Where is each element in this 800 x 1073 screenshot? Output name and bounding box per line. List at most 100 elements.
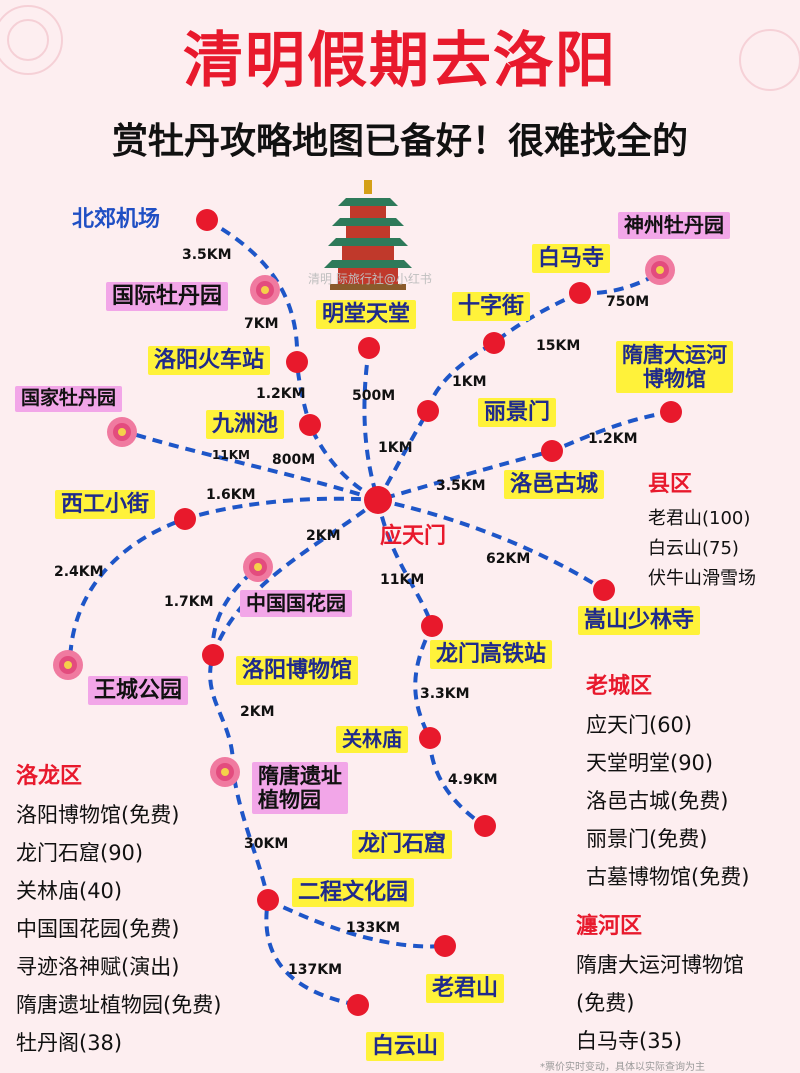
list-item: 龙门石窟(90) [16, 841, 144, 865]
node-baiyun [347, 994, 369, 1016]
distance-flower: 1.7KM [164, 594, 214, 610]
section-oldcity-title: 老城区 [586, 674, 653, 699]
node-gaotie [421, 615, 443, 637]
floral-decoration [0, 5, 800, 91]
list-item: 老君山(100) [648, 508, 751, 529]
node-baima [569, 282, 591, 304]
list-item: 伏牛山滑雪场 [648, 568, 756, 589]
distance-xigong: 1.6KM [206, 487, 256, 503]
section-chanhe: 瀍河区 隋唐大运河博物馆 (免费) 白马寺(35) [576, 908, 744, 1060]
list-item: 牡丹阁(38) [16, 1031, 123, 1055]
list-item: (免费) [576, 991, 635, 1015]
label-luoyi: 洛邑古城 [504, 470, 605, 500]
list-item: 白云山(75) [648, 538, 739, 559]
peony-icon [53, 255, 675, 787]
list-item: 天堂明堂(90) [586, 751, 714, 775]
watermark: 清明 际旅行社@小红书 [308, 272, 432, 286]
pagoda-icon [324, 180, 412, 290]
section-luolong-title: 洛龙区 [16, 764, 83, 789]
node-lijing [417, 400, 439, 422]
page-subtitle: 赏牡丹攻略地图已备好！很难找全的 [111, 121, 688, 162]
route-ercheng-laojun [267, 898, 446, 949]
list-item: 应天门(60) [586, 713, 693, 737]
label-shizijie: 十字街 [452, 292, 531, 322]
list-item: 古墓博物馆(免费) [586, 865, 750, 889]
distance-luoyi-hub: 3.5KM [436, 478, 486, 494]
label-museum: 洛阳博物馆 [236, 656, 359, 686]
label-baimasi: 白马寺 [532, 244, 611, 274]
node-mingtang [358, 337, 380, 359]
label-laojun: 老君山 [426, 974, 505, 1004]
distance-mingtang: 500M [352, 388, 396, 404]
label-songshan: 嵩山少林寺 [578, 606, 701, 636]
label-longmen: 龙门石窟 [352, 830, 453, 860]
label-ercheng: 二程文化园 [292, 878, 415, 908]
label-intl-peony: 国际牡丹园 [106, 282, 229, 312]
distance-intl-station: 7KM [244, 316, 279, 332]
list-item: 隋唐大运河博物馆 [576, 953, 744, 977]
node-longmen [474, 815, 496, 837]
footnote: *票价实时变动，具体以实际查询为主 [540, 1062, 705, 1073]
label-wangcheng: 王城公园 [88, 676, 189, 706]
label-train-station: 洛阳火车站 [148, 346, 271, 376]
node-songshan [593, 579, 615, 601]
nodes [174, 209, 682, 1016]
distance-shizi-lijing: 1KM [452, 374, 487, 390]
section-luolong: 洛龙区 洛阳博物馆(免费) 龙门石窟(90) 关林庙(40) 中国国花园(免费)… [16, 758, 221, 1062]
distance-xigong-wangcheng: 2.4KM [54, 564, 104, 580]
section-chanhe-title: 瀍河区 [576, 914, 643, 939]
route-mingtang [362, 347, 380, 501]
distance-national: 11KM [212, 448, 250, 462]
label-xigong: 西工小街 [55, 490, 156, 520]
distance-luoyi-canal: 1.2KM [588, 431, 638, 447]
label-baiyun: 白云山 [366, 1032, 445, 1062]
node-jzc [299, 414, 321, 436]
section-oldcity: 老城区 应天门(60) 天堂明堂(90) 洛邑古城(免费) 丽景门(免费) 古墓… [586, 668, 749, 896]
distance-airport-intl: 3.5KM [182, 247, 232, 263]
list-item: 洛邑古城(免费) [586, 789, 729, 813]
node-ercheng [257, 889, 279, 911]
route-songshan [377, 498, 606, 592]
distance-jzc-hub: 800M [272, 452, 316, 468]
distance-gaotie-guanlin: 3.3KM [420, 686, 470, 702]
node-hub [364, 486, 392, 514]
label-canal-museum: 隋唐大运河 博物馆 [616, 341, 733, 394]
route-gaotie [376, 499, 487, 828]
distance-station-jzc: 1.2KM [256, 386, 306, 402]
section-county-title: 县区 [648, 472, 693, 497]
node-guanlin [419, 727, 441, 749]
section-county: 县区 老君山(100) 白云山(75) 伏牛山滑雪场 [648, 466, 756, 594]
label-jiuzhouchi: 九洲池 [206, 410, 285, 440]
label-hub: 应天门 [380, 524, 447, 549]
distance-shizi-baima: 15KM [536, 338, 581, 354]
list-item: 白马寺(35) [576, 1029, 683, 1053]
node-xigong [174, 508, 196, 530]
distance-songshan: 62KM [486, 551, 531, 567]
label-guanlin: 关林庙 [336, 726, 408, 753]
node-shizi [483, 332, 505, 354]
list-item: 隋唐遗址植物园(免费) [16, 993, 222, 1017]
page-title: 清明假期去洛阳 [183, 26, 617, 96]
label-gaotie: 龙门高铁站 [430, 640, 553, 670]
list-item: 洛阳博物馆(免费) [16, 803, 180, 827]
node-museum [202, 644, 224, 666]
label-national-peony: 国家牡丹园 [15, 386, 123, 412]
label-mingtang: 明堂天堂 [316, 300, 417, 330]
label-lijingmen: 丽景门 [478, 398, 557, 428]
list-item: 中国国花园(免费) [16, 917, 180, 941]
label-beijiao-airport: 北郊机场 [72, 207, 161, 232]
route-xigong [68, 496, 379, 666]
list-item: 寻迹洛神赋(演出) [16, 955, 180, 979]
node-station [286, 351, 308, 373]
label-shenzhou-peony: 神州牡丹园 [618, 212, 730, 239]
node-airport [196, 209, 218, 231]
distance-guanlin-longmen: 4.9KM [448, 772, 498, 788]
distance-museum-ruins: 2KM [240, 704, 275, 720]
distance-museum-hub: 2KM [306, 528, 341, 544]
list-item: 丽景门(免费) [586, 827, 708, 851]
distance-baiyun: 137KM [288, 962, 343, 978]
distance-lijing-hub: 1KM [378, 440, 413, 456]
label-china-flower: 中国国花园 [240, 590, 352, 617]
distance-ercheng: 30KM [244, 836, 289, 852]
